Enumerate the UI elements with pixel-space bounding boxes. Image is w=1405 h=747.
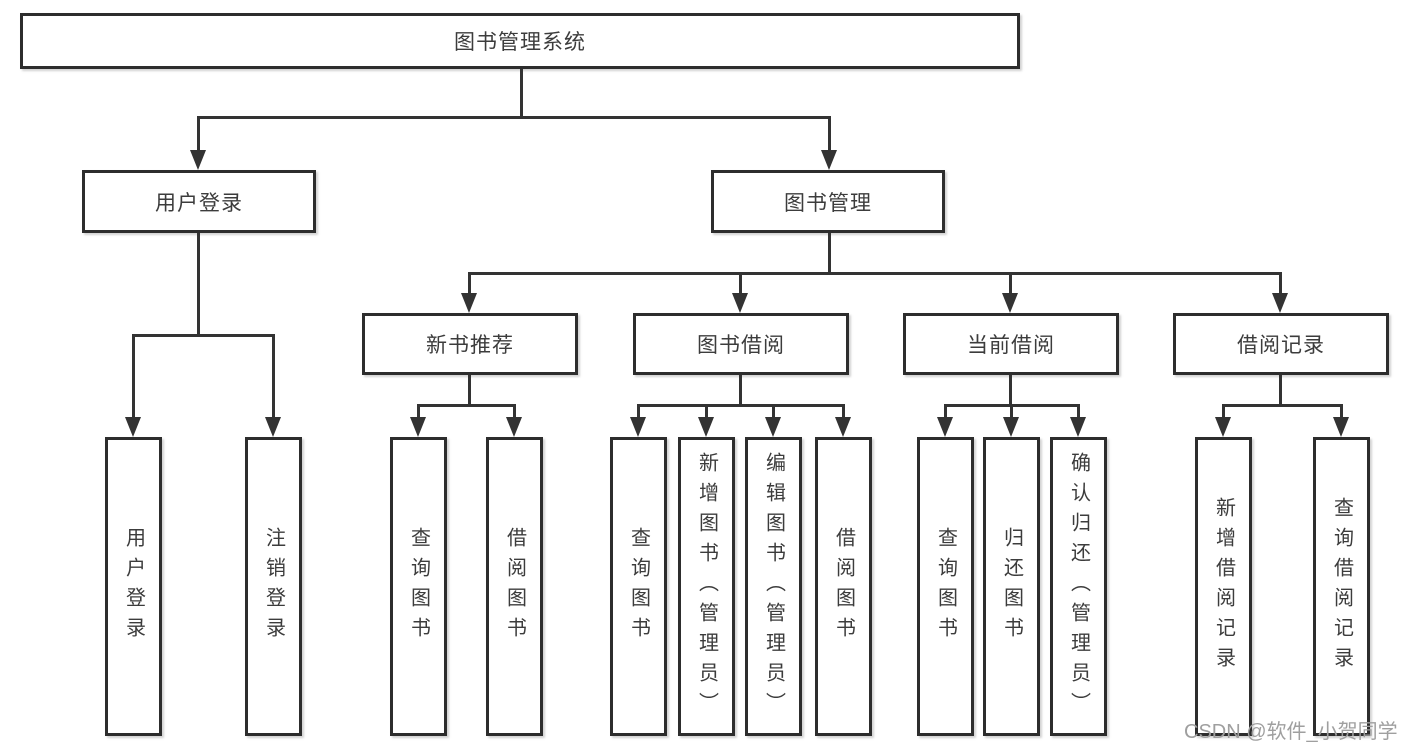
node-leaf-logout: 注销登录 xyxy=(245,437,302,736)
connector-drop-leaf xyxy=(272,334,275,419)
connector-book-mgmt-stem xyxy=(828,233,831,275)
arrowhead-leaf xyxy=(1215,417,1231,437)
node-leaf-return-books: 归还图书 xyxy=(983,437,1040,736)
node-library-system-root: 图书管理系统 xyxy=(20,13,1020,69)
connector-group-branch xyxy=(1222,404,1343,407)
connector-drop-leaf xyxy=(513,404,516,420)
arrowhead-leaf xyxy=(937,417,953,437)
node-book-borrowing: 图书借阅 xyxy=(633,313,849,375)
connector-section-stem xyxy=(1279,375,1282,407)
arrowhead-leaf xyxy=(835,417,851,437)
connector-drop-leaf xyxy=(1340,404,1343,420)
node-leaf-query-borrow-record: 查询借阅记录 xyxy=(1313,437,1370,736)
node-new-book-recommend: 新书推荐 xyxy=(362,313,578,375)
connector-level2-branch xyxy=(198,116,831,119)
arrowhead-leaf xyxy=(630,417,646,437)
arrowhead-leaf xyxy=(125,417,141,437)
connector-group-branch xyxy=(637,404,845,407)
connector-drop-leaf xyxy=(637,404,640,420)
connector-group-branch xyxy=(417,404,516,407)
arrowhead-leaf xyxy=(1333,417,1349,437)
node-label: 编辑图书（管理员） xyxy=(762,451,785,722)
arrowhead-leaf xyxy=(1070,417,1086,437)
node-leaf-query-books: 查询图书 xyxy=(610,437,667,736)
node-label: 注销登录 xyxy=(262,526,285,647)
node-leaf-add-borrow-record: 新增借阅记录 xyxy=(1195,437,1252,736)
node-label: 归还图书 xyxy=(1000,526,1023,647)
connector-drop-leaf xyxy=(842,404,845,420)
node-label: 查询图书 xyxy=(934,526,957,647)
node-label: 查询图书 xyxy=(407,526,430,647)
node-user-login: 用户登录 xyxy=(82,170,316,233)
arrowhead-user-login xyxy=(190,150,206,170)
node-label: 用户登录 xyxy=(155,191,243,215)
connector-section-stem xyxy=(468,375,471,407)
node-label: 用户登录 xyxy=(122,526,145,647)
connector-user-login-stem xyxy=(197,233,200,337)
arrowhead-leaf xyxy=(698,417,714,437)
connector-drop-leaf xyxy=(944,404,947,420)
arrowhead-leaf xyxy=(410,417,426,437)
node-label: 借阅图书 xyxy=(832,526,855,647)
connector-drop-leaf xyxy=(1077,404,1080,420)
node-leaf-query-books: 查询图书 xyxy=(917,437,974,736)
node-leaf-borrow-books: 借阅图书 xyxy=(815,437,872,736)
node-label: 图书管理系统 xyxy=(454,31,586,54)
connector-drop-leaf xyxy=(1010,404,1013,420)
node-label: 新书推荐 xyxy=(426,334,514,357)
node-book-management: 图书管理 xyxy=(711,170,945,233)
node-leaf-confirm-return-admin: 确认归还（管理员） xyxy=(1050,437,1107,736)
node-borrow-records: 借阅记录 xyxy=(1173,313,1389,375)
arrowhead-leaf xyxy=(506,417,522,437)
node-leaf-edit-books-admin: 编辑图书（管理员） xyxy=(745,437,802,736)
node-label: 图书借阅 xyxy=(697,334,785,357)
node-leaf-borrow-books: 借阅图书 xyxy=(486,437,543,736)
connector-level3-branch xyxy=(468,272,1281,275)
node-label: 查询图书 xyxy=(627,526,650,647)
node-label: 查询借阅记录 xyxy=(1330,496,1353,677)
connector-drop-leaf xyxy=(705,404,708,420)
arrowhead-leaf xyxy=(1003,417,1019,437)
connector-root-stem xyxy=(520,69,523,119)
connector-drop-leaf xyxy=(1222,404,1225,420)
node-current-borrowing: 当前借阅 xyxy=(903,313,1119,375)
node-label: 借阅记录 xyxy=(1237,334,1325,357)
arrowhead-leaf xyxy=(765,417,781,437)
arrowhead-section xyxy=(1002,293,1018,313)
node-leaf-user-login: 用户登录 xyxy=(105,437,162,736)
connector-drop-book-mgmt xyxy=(828,116,831,152)
csdn-watermark: CSDN @软件_小贺同学 xyxy=(1184,721,1398,743)
connector-drop-section xyxy=(739,272,742,296)
connector-drop-section xyxy=(1009,272,1012,296)
node-label: 借阅图书 xyxy=(503,526,526,647)
arrowhead-section xyxy=(1272,293,1288,313)
connector-user-login-branch xyxy=(132,334,275,337)
arrowhead-section xyxy=(461,293,477,313)
node-leaf-add-books-admin: 新增图书（管理员） xyxy=(678,437,735,736)
connector-drop-section xyxy=(1279,272,1282,296)
connector-drop-leaf xyxy=(772,404,775,420)
node-label: 确认归还（管理员） xyxy=(1067,451,1090,722)
arrowhead-book-mgmt xyxy=(821,150,837,170)
connector-drop-leaf xyxy=(132,334,135,419)
arrowhead-leaf xyxy=(265,417,281,437)
arrowhead-section xyxy=(732,293,748,313)
node-label: 当前借阅 xyxy=(967,334,1055,357)
connector-drop-section xyxy=(468,272,471,296)
connector-section-stem xyxy=(739,375,742,407)
node-label: 图书管理 xyxy=(784,191,872,215)
connector-section-stem xyxy=(1009,375,1012,407)
node-label: 新增借阅记录 xyxy=(1212,496,1235,677)
connector-drop-user-login xyxy=(197,116,200,152)
node-leaf-query-books: 查询图书 xyxy=(390,437,447,736)
node-label: 新增图书（管理员） xyxy=(695,451,718,722)
connector-drop-leaf xyxy=(417,404,420,420)
